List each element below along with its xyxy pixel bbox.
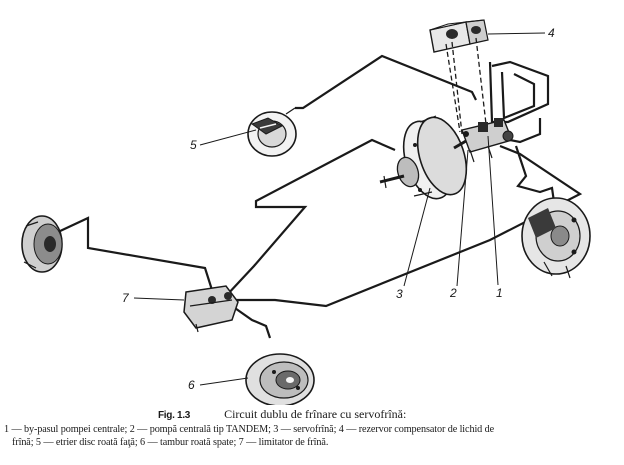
master-cylinder [461, 118, 514, 163]
front-left-caliper [247, 107, 297, 157]
brake-pipes [57, 54, 583, 339]
label-3: 3 [396, 287, 403, 301]
pipe-rear-right [231, 305, 272, 339]
pipe-rear-loop [235, 144, 583, 308]
pipe-manifold-outer [488, 60, 550, 124]
label-5: 5 [190, 138, 197, 152]
pipe-rear-left [57, 216, 214, 291]
label-2: 2 [449, 286, 457, 300]
label-6: 6 [188, 378, 195, 392]
legend-line-1: 1 — by-pasul pompei centrale; 2 — pompă … [4, 424, 495, 435]
rear-right-drum [245, 353, 315, 405]
leader-lines [133, 32, 546, 386]
rear-left-drum [21, 215, 63, 273]
front-right-disc [521, 197, 591, 279]
fluid-reservoir [429, 19, 489, 135]
figure-caption: Fig. 1.3 Circuit dublu de frînare cu serv… [0, 404, 624, 464]
caption-title-line: Fig. 1.3 Circuit dublu de frînare cu serv… [158, 407, 406, 422]
brake-circuit-diagram: 4 5 3 2 1 7 6 [21, 19, 591, 405]
pipe-front-right [514, 145, 558, 217]
figure-label: Fig. 1.3 [158, 410, 191, 421]
label-4: 4 [548, 26, 555, 40]
servo-booster [379, 115, 479, 200]
pipe-manifold-inner [500, 71, 536, 120]
figure-title: Circuit dublu de frînare cu servofrînă: [224, 407, 407, 421]
pipe-front-left [295, 54, 477, 110]
legend-line-2: frînă; 5 — etrier disc roată faţă; 6 — t… [12, 437, 329, 448]
pipe-limiter-front [225, 138, 396, 297]
label-7: 7 [122, 291, 130, 305]
label-1: 1 [496, 286, 503, 300]
brake-limiter [183, 285, 239, 333]
